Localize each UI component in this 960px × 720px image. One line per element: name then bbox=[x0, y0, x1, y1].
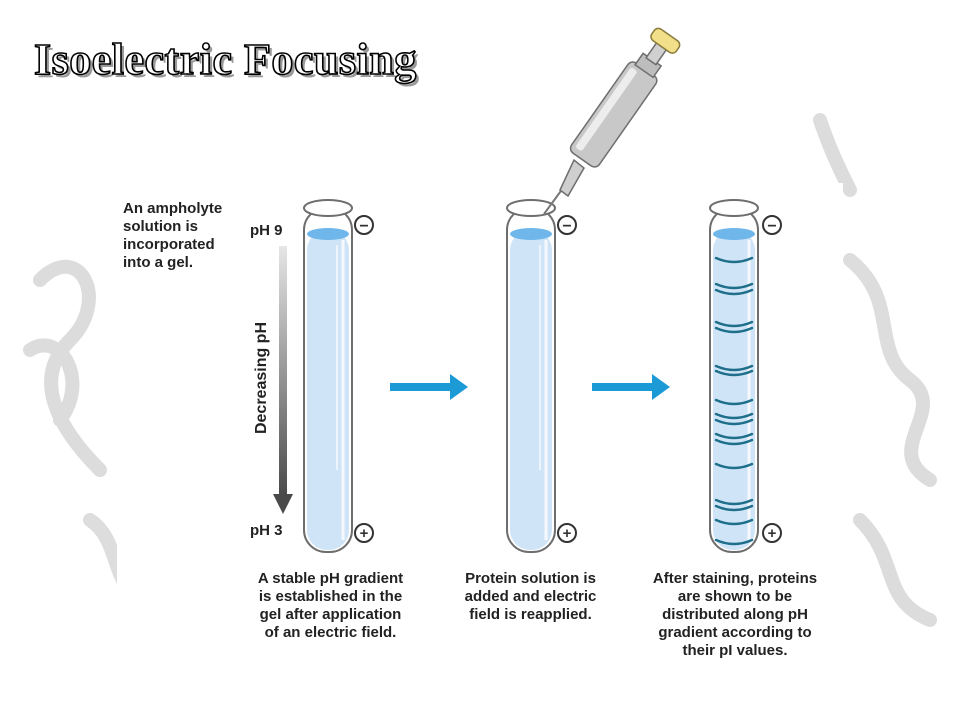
protein-band bbox=[714, 398, 754, 406]
protein-band bbox=[714, 504, 754, 512]
svg-text:−: − bbox=[767, 218, 776, 235]
protein-band bbox=[714, 418, 754, 426]
protein-band bbox=[714, 498, 754, 506]
protein-band bbox=[714, 438, 754, 446]
process-arrow-1 bbox=[390, 374, 468, 400]
gel-tube-1 bbox=[303, 199, 353, 553]
protein-band bbox=[714, 282, 754, 290]
protein-band bbox=[714, 256, 754, 264]
svg-text:+: + bbox=[360, 525, 369, 542]
ph-top-label: pH 9 bbox=[250, 222, 283, 239]
protein-band bbox=[714, 364, 754, 372]
protein-band bbox=[714, 432, 754, 440]
positive-electrode-2-icon: + bbox=[557, 523, 577, 543]
ampholyte-label: An ampholyte solution is incorporated in… bbox=[123, 200, 223, 271]
protein-band bbox=[714, 320, 754, 328]
svg-text:+: + bbox=[563, 525, 572, 542]
protein-band bbox=[714, 369, 754, 377]
protein-band bbox=[714, 462, 754, 470]
negative-electrode-2-icon: − bbox=[557, 215, 577, 235]
decreasing-ph-arrow bbox=[273, 246, 293, 514]
positive-electrode-1-icon: + bbox=[354, 523, 374, 543]
process-arrow-2 bbox=[592, 374, 670, 400]
protein-band bbox=[714, 412, 754, 420]
svg-text:+: + bbox=[768, 525, 777, 542]
svg-text:−: − bbox=[562, 218, 571, 235]
ph-bottom-label: pH 3 bbox=[250, 522, 283, 539]
caption-step-2: Protein solution is added and electric f… bbox=[464, 570, 597, 623]
protein-band bbox=[714, 518, 754, 526]
page-title: Isoelectric Focusing bbox=[33, 34, 417, 85]
caption-step-1: A stable pH gradient is established in t… bbox=[257, 570, 404, 641]
protein-bands bbox=[714, 256, 754, 546]
svg-text:−: − bbox=[359, 218, 368, 235]
caption-step-3: After staining, proteins are shown to be… bbox=[652, 570, 818, 659]
decreasing-ph-label: Decreasing pH bbox=[253, 321, 270, 435]
positive-electrode-3-icon: + bbox=[762, 523, 782, 543]
protein-band bbox=[714, 538, 754, 546]
protein-band bbox=[714, 288, 754, 296]
pipette-icon bbox=[543, 27, 681, 215]
negative-electrode-3-icon: − bbox=[762, 215, 782, 235]
gel-tube-2 bbox=[506, 199, 556, 553]
negative-electrode-1-icon: − bbox=[354, 215, 374, 235]
protein-band bbox=[714, 326, 754, 334]
